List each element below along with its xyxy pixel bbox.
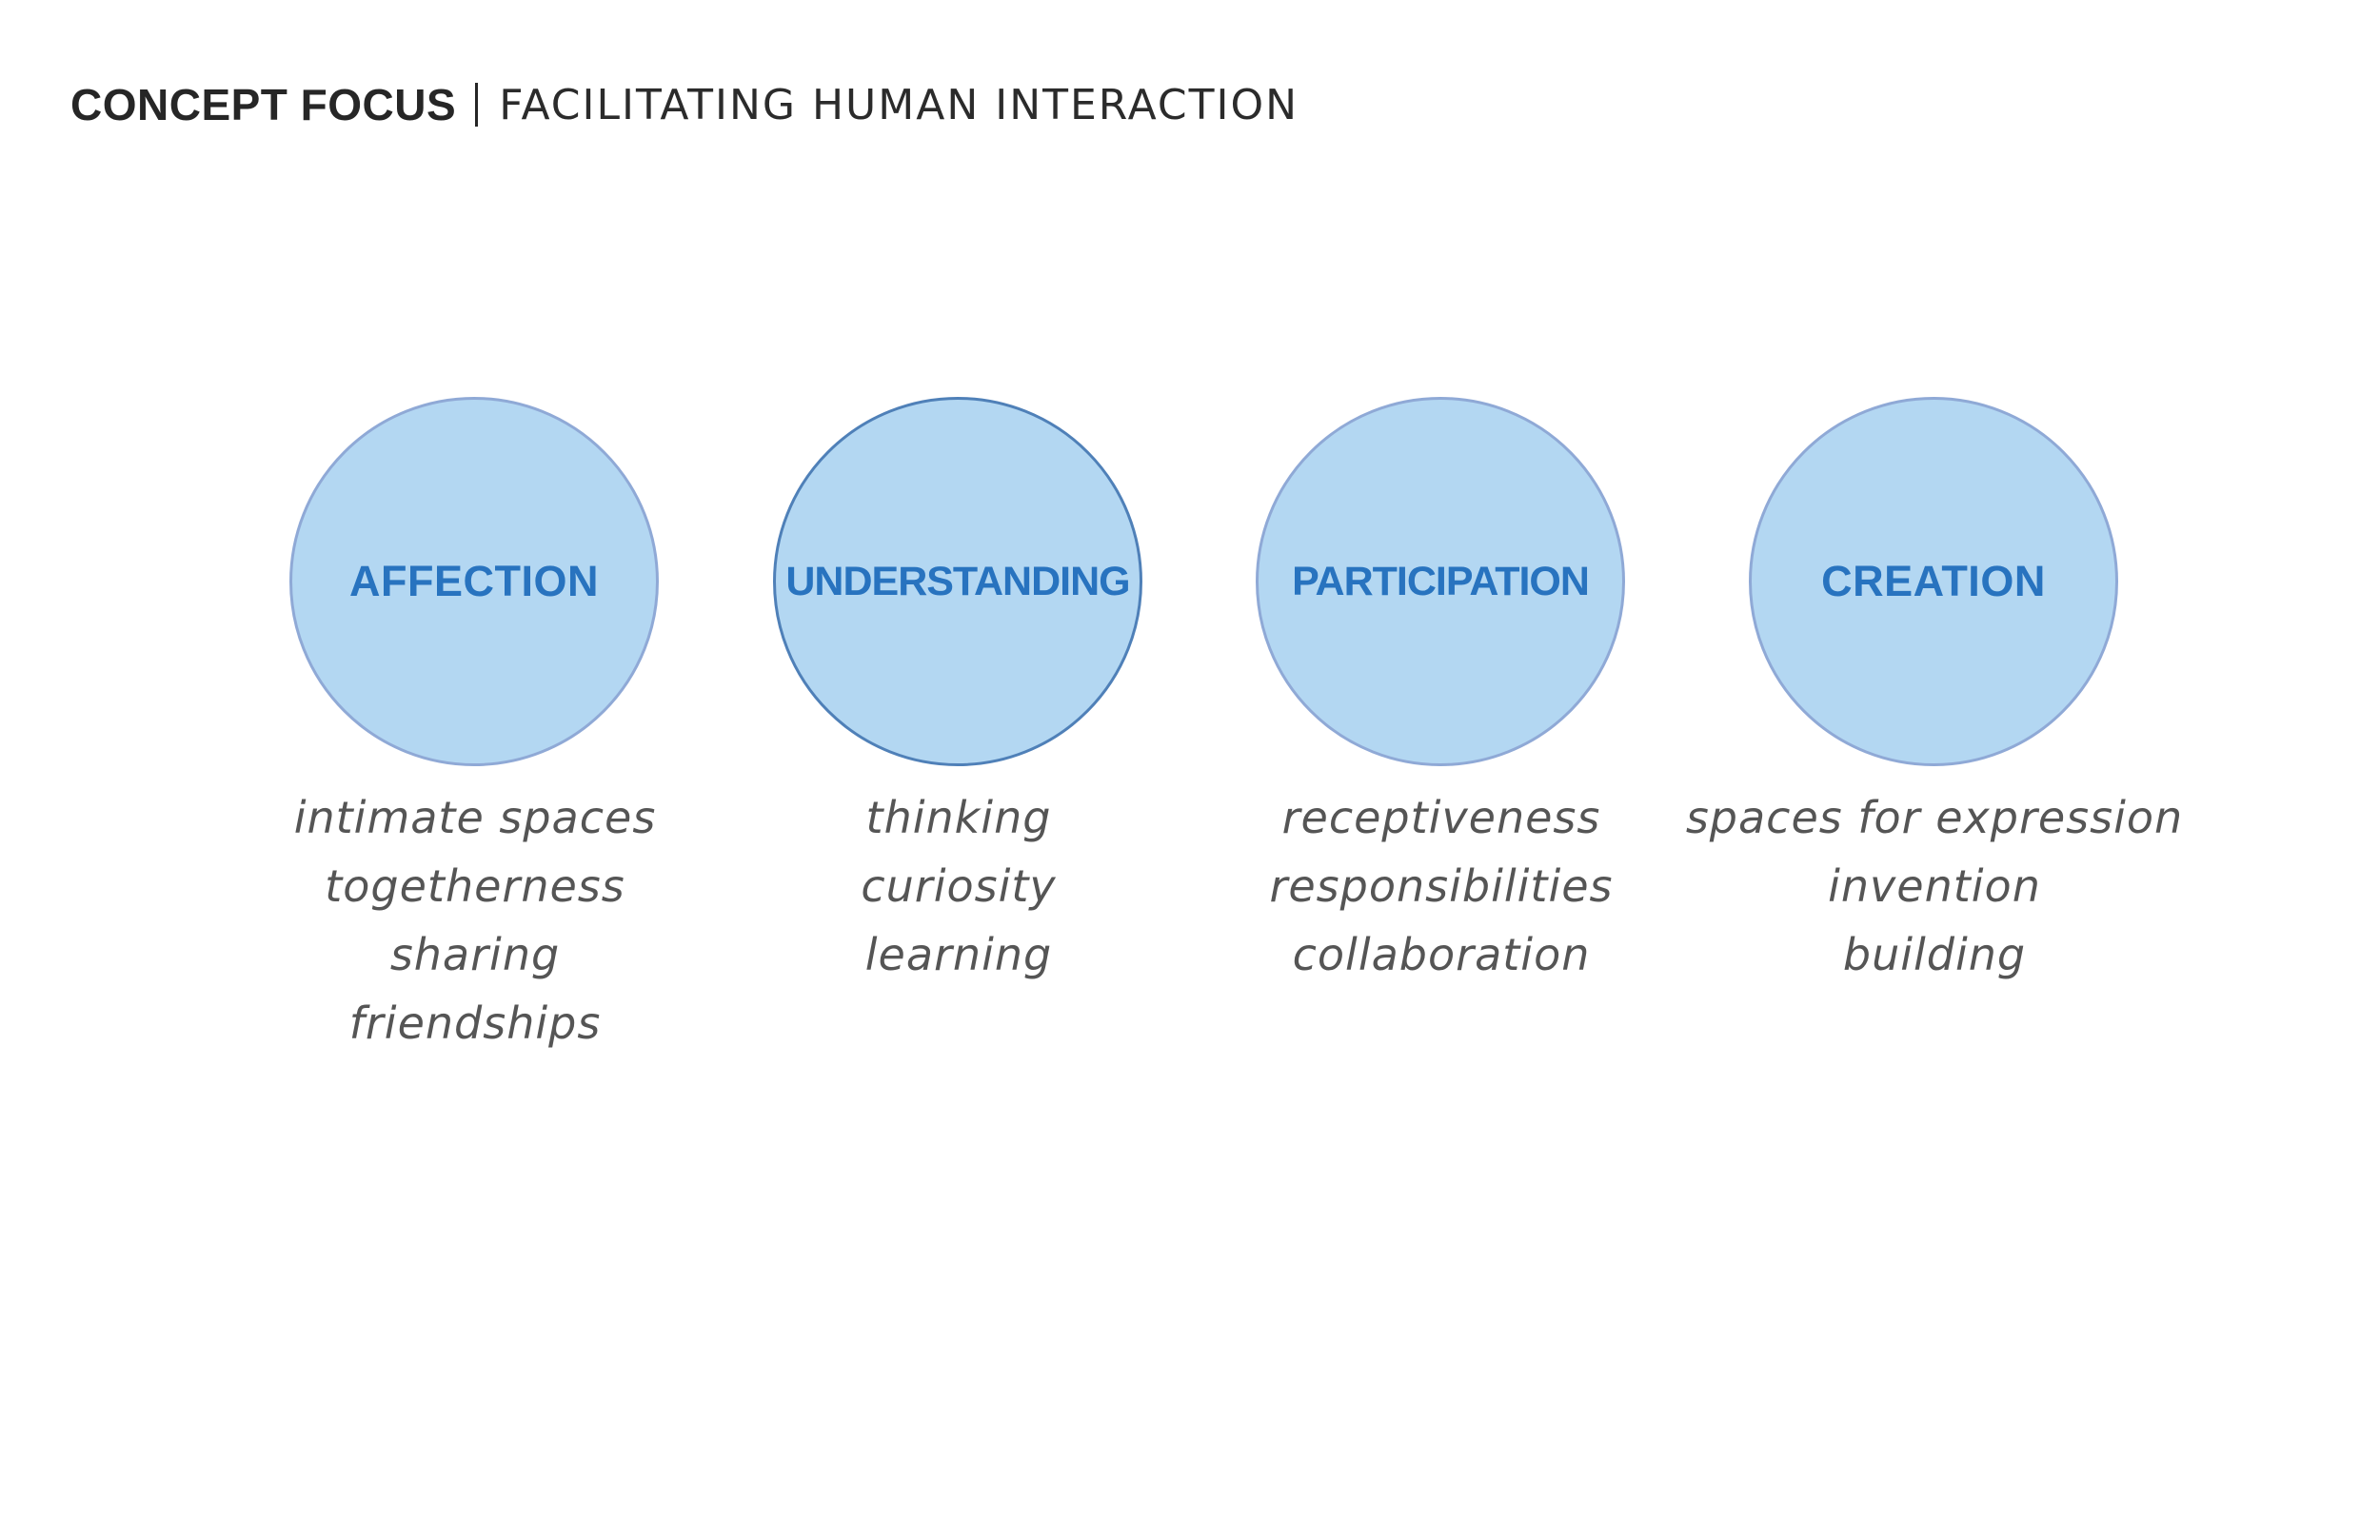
keyword-list: receptiveness responsibilities collabora… xyxy=(1156,783,1727,989)
keyword-item: intimate spaces xyxy=(293,792,657,843)
keyword-item: receptiveness xyxy=(1281,792,1601,843)
keyword-item: sharing xyxy=(389,929,561,980)
keyword-item: responsibilities xyxy=(1269,860,1614,912)
concept-label: AFFECTION xyxy=(349,557,599,605)
keyword-item: building xyxy=(1842,929,2027,980)
keyword-item: invention xyxy=(1828,860,2041,912)
keyword-item: spaces for expression xyxy=(1685,792,2184,843)
concept-participation: PARTICIPATION receptiveness responsibili… xyxy=(1156,397,1727,1082)
concept-label: UNDERSTANDING xyxy=(785,558,1130,604)
keyword-item: togetherness xyxy=(325,860,625,912)
keyword-item: friendships xyxy=(348,997,602,1049)
page-title: CONCEPT FOCUS xyxy=(70,80,457,129)
keyword-item: curiosity xyxy=(861,860,1057,912)
concept-label: CREATION xyxy=(1821,557,2046,605)
keyword-item: thinking xyxy=(865,792,1052,843)
keyword-item: collaboration xyxy=(1292,929,1591,980)
keyword-list: thinking curiosity learning xyxy=(673,783,1244,989)
keyword-item: learning xyxy=(864,929,1053,980)
concept-circle: AFFECTION xyxy=(289,397,659,766)
concept-creation: CREATION spaces for expression invention… xyxy=(1649,397,2220,1082)
page-subtitle: FACILITATING HUMAN INTERACTION xyxy=(499,80,1299,129)
title-divider xyxy=(475,83,479,127)
concept-circle: PARTICIPATION xyxy=(1256,397,1625,766)
concept-understanding: UNDERSTANDING thinking curiosity learnin… xyxy=(673,397,1244,1082)
keyword-list: intimate spaces togetherness sharing fri… xyxy=(189,783,761,1057)
concept-affection: AFFECTION intimate spaces togetherness s… xyxy=(189,397,761,1082)
page-header: CONCEPT FOCUS FACILITATING HUMAN INTERAC… xyxy=(70,67,1299,143)
keyword-list: spaces for expression invention building xyxy=(1649,783,2220,989)
concept-circle: UNDERSTANDING xyxy=(773,397,1142,766)
concept-label: PARTICIPATION xyxy=(1292,558,1590,604)
concept-circle: CREATION xyxy=(1749,397,2118,766)
